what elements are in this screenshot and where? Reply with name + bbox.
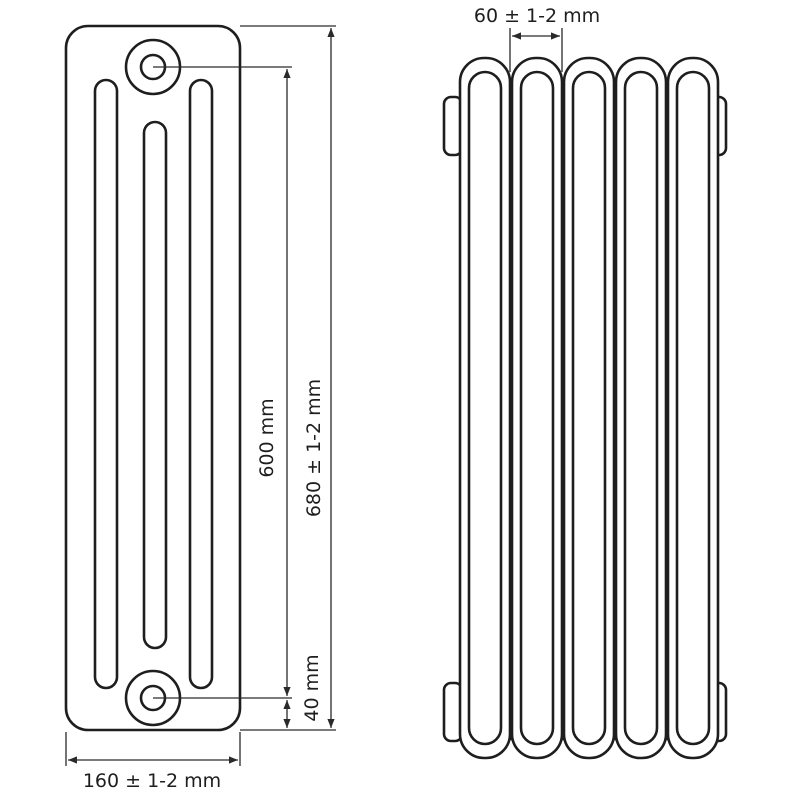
radiator-section xyxy=(562,56,616,760)
label-axis-distance: 600 mm xyxy=(256,398,278,477)
radiator-section xyxy=(614,56,668,760)
side-view-slot xyxy=(188,78,214,690)
side-view-body xyxy=(64,24,242,732)
radiator-section xyxy=(666,56,720,760)
front-view xyxy=(442,56,728,760)
label-bottom-offset: 40 mm xyxy=(301,654,323,721)
side-view-dimensions xyxy=(65,25,336,766)
side-view-slot xyxy=(142,120,168,650)
label-depth: 160 ± 1-2 mm xyxy=(83,770,221,792)
label-section-spacing: 60 ± 1-2 mm xyxy=(474,5,600,27)
radiator-section xyxy=(458,56,512,760)
label-total-height: 680 ± 1-2 mm xyxy=(303,379,325,517)
side-view-slot xyxy=(93,78,119,690)
front-view-dimensions xyxy=(509,28,563,72)
side-view xyxy=(64,24,242,732)
radiator-section xyxy=(510,56,564,760)
